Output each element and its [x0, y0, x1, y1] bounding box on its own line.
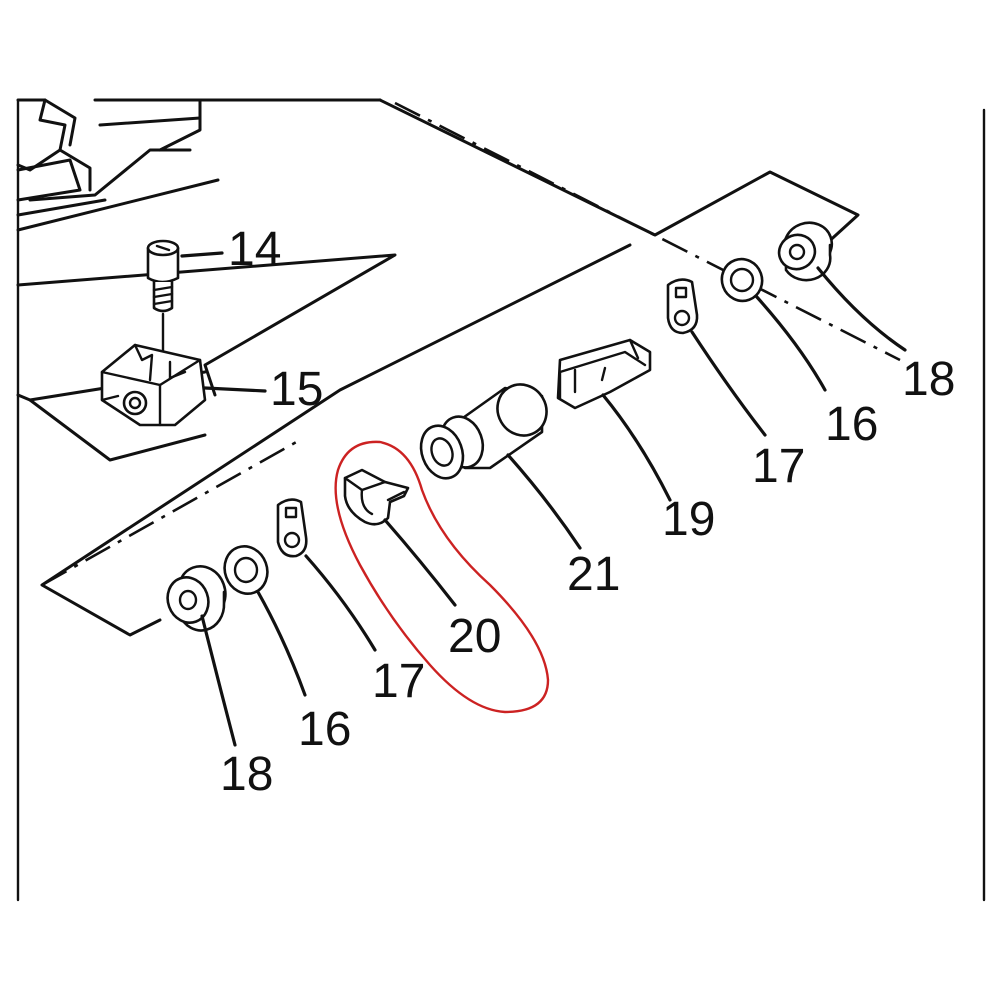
tab-washer-part-17-right	[666, 278, 699, 335]
roller-part-18-left	[166, 565, 227, 632]
roller-part-18-right	[777, 221, 834, 282]
callout-21: 21	[567, 548, 620, 601]
callout-17-right: 17	[752, 440, 805, 493]
callout-17-left: 17	[372, 655, 425, 708]
clip-part-20	[343, 468, 410, 526]
clamp-block-part-15	[100, 343, 207, 427]
callout-16-right: 16	[825, 398, 878, 451]
callout-14: 14	[228, 223, 281, 276]
washer-part-16-left	[223, 545, 269, 595]
highlight-circle	[334, 440, 550, 714]
leader-lines	[180, 251, 907, 747]
housing-outline	[16, 98, 901, 637]
callout-19: 19	[662, 493, 715, 546]
roller-part-21	[419, 383, 548, 480]
callout-15: 15	[270, 363, 323, 416]
callout-20: 20	[448, 610, 501, 663]
callout-16-left: 16	[298, 703, 351, 756]
callout-18-right: 18	[902, 353, 955, 406]
tab-washer-part-17-left	[276, 498, 308, 558]
cap-screw-part-14	[146, 239, 180, 382]
bracket-part-19	[556, 338, 652, 410]
top-left-block	[16, 98, 202, 217]
callout-18-left: 18	[220, 748, 273, 801]
washer-part-16-right	[720, 257, 764, 303]
frame-border	[16, 98, 986, 902]
callouts: 14 15 18 16 17 19 21 20 17 16 18	[220, 223, 955, 801]
